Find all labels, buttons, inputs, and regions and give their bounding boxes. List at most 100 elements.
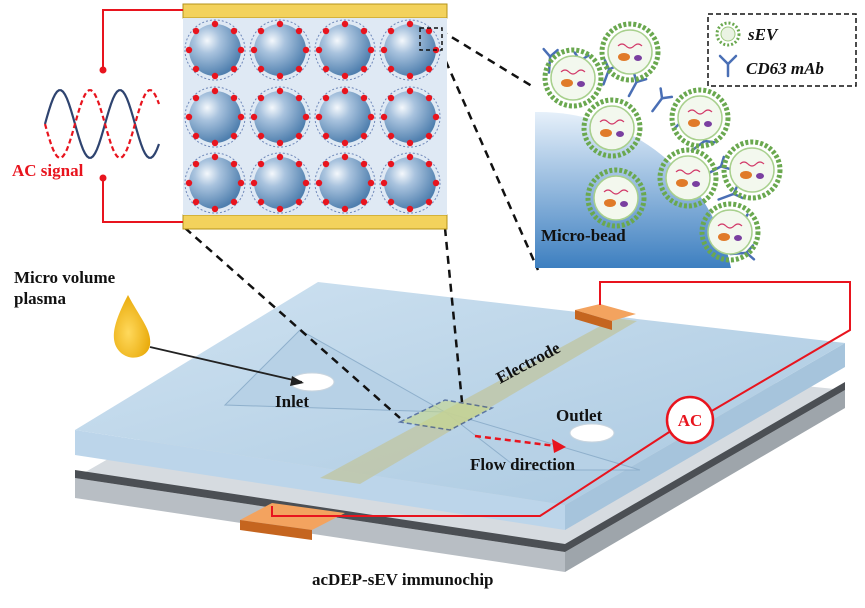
zoom-inset xyxy=(535,21,783,268)
outlet-hole xyxy=(569,423,615,443)
ac-wire-top xyxy=(599,281,851,413)
sev-particle xyxy=(406,20,414,28)
sev-particle xyxy=(185,46,193,54)
sev-vesicle xyxy=(669,87,731,149)
sev-vesicle xyxy=(721,139,783,201)
sev-particle xyxy=(322,160,330,168)
top-slab-front xyxy=(75,430,565,530)
sev-particle xyxy=(315,46,323,54)
legend-antibody-label: CD63 mAb xyxy=(746,59,824,78)
sev-particle xyxy=(192,198,200,206)
sev-particle xyxy=(322,132,330,140)
sev-particle xyxy=(315,179,323,187)
bead xyxy=(189,24,241,76)
sev-particle xyxy=(425,94,433,102)
flow-direction-label: Flow direction xyxy=(470,455,576,474)
sine-wave-solid xyxy=(43,89,161,159)
inlet-hole xyxy=(289,372,335,392)
sev-particle xyxy=(322,27,330,35)
outlet-label: Outlet xyxy=(556,406,603,425)
sev-particle xyxy=(322,94,330,102)
sev-particle xyxy=(276,153,284,161)
legend-sev-label: sEV xyxy=(747,25,779,44)
field-line xyxy=(314,19,376,81)
sev-legend-icon xyxy=(715,21,741,47)
field-line xyxy=(249,152,311,214)
sev-particle xyxy=(341,139,349,147)
projection-lines xyxy=(184,28,540,419)
sev-particle xyxy=(322,65,330,73)
bead xyxy=(254,24,306,76)
ac-signal-label: AC signal xyxy=(12,161,84,180)
sev-particle xyxy=(387,198,395,206)
signal-wire-top xyxy=(102,9,183,70)
sev-particle xyxy=(387,27,395,35)
sev-particle xyxy=(295,94,303,102)
field-line xyxy=(379,152,441,214)
bead xyxy=(319,24,371,76)
field-line xyxy=(314,152,376,214)
sev-layer xyxy=(542,21,783,263)
ac-signal-source xyxy=(43,9,183,223)
bead-zone xyxy=(397,399,495,431)
sev-particle xyxy=(237,179,245,187)
sev-particle xyxy=(257,27,265,35)
sev-particle xyxy=(302,113,310,121)
legend-box xyxy=(707,13,857,87)
sev-particle xyxy=(230,94,238,102)
sev-particle xyxy=(425,65,433,73)
sev-particle xyxy=(322,198,330,206)
sev-particle xyxy=(185,179,193,187)
sev-particle xyxy=(211,72,219,80)
sev-vesicle xyxy=(599,21,661,83)
sev-particle xyxy=(230,160,238,168)
sev-particle xyxy=(230,65,238,73)
bead xyxy=(319,91,371,143)
chip xyxy=(75,281,851,572)
sev-particle xyxy=(341,20,349,28)
field-line xyxy=(184,86,246,148)
sev-vesicle xyxy=(542,47,604,109)
sev-particle xyxy=(341,87,349,95)
bottom-slab-side xyxy=(565,390,845,572)
sev-particle xyxy=(211,139,219,147)
bead xyxy=(319,157,371,209)
sev-particle xyxy=(360,27,368,35)
plasma-pointer-line xyxy=(149,346,303,383)
sev-particle xyxy=(432,179,440,187)
sev-particle xyxy=(315,113,323,121)
antibody xyxy=(627,71,648,98)
sev-particle xyxy=(211,205,219,213)
ac-wire-bottom xyxy=(271,424,681,517)
sev-particle xyxy=(380,113,388,121)
plasma-pointer-head xyxy=(290,376,304,386)
sev-particle xyxy=(257,160,265,168)
sev-particle xyxy=(367,179,375,187)
ac-source-symbol xyxy=(665,395,715,445)
zoom-box xyxy=(419,27,443,51)
copper-pad-top xyxy=(575,304,636,321)
bead xyxy=(254,91,306,143)
sev-particle xyxy=(425,27,433,35)
signal-node-bottom xyxy=(99,174,107,182)
sev-particle xyxy=(406,72,414,80)
sev-particle xyxy=(367,113,375,121)
sev-particle xyxy=(276,87,284,95)
sev-particle xyxy=(276,72,284,80)
chip-title-label: acDEP-sEV immunochip xyxy=(312,570,494,589)
micro-volume-label-line1: Micro volume xyxy=(14,268,116,287)
antibody xyxy=(651,87,674,113)
antibody-legend-icon xyxy=(718,54,738,78)
ac-label: AC xyxy=(678,411,703,430)
sev-vesicle xyxy=(699,201,761,263)
sev-particle xyxy=(230,198,238,206)
field-line xyxy=(249,19,311,81)
sev-particle xyxy=(295,27,303,35)
electrode-plate-bottom xyxy=(182,214,448,230)
sev-particle xyxy=(425,132,433,140)
sev-particle xyxy=(250,113,258,121)
sev-particle xyxy=(341,205,349,213)
sev-particle xyxy=(360,94,368,102)
electrode-strip xyxy=(320,318,637,484)
flow-arrow-line xyxy=(474,434,557,448)
